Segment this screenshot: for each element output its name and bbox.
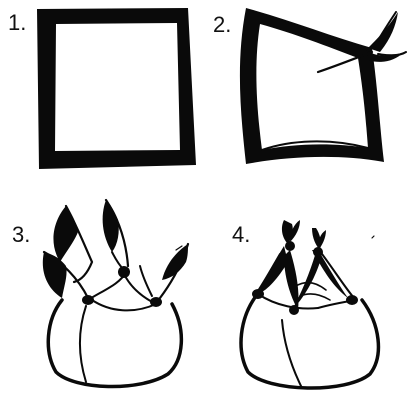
finished-knotted-bundle-illustration	[0, 0, 418, 398]
